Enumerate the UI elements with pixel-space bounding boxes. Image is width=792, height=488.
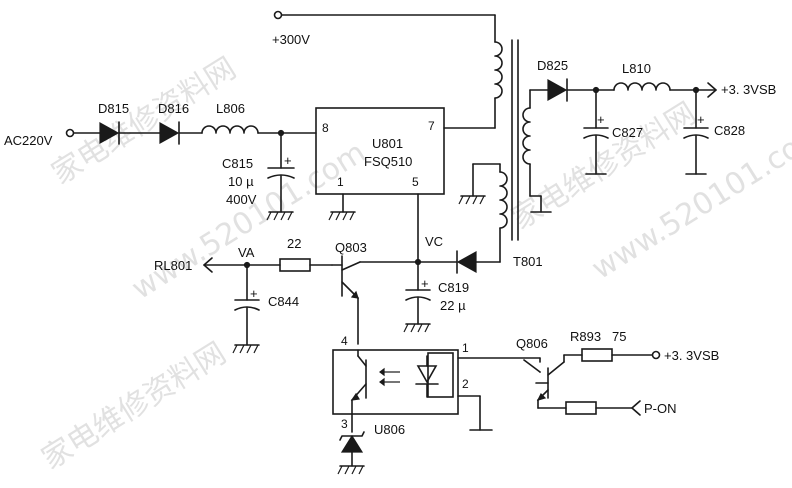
transformer-t801: T801	[458, 39, 552, 269]
u801-section: +300V U801 FSQ510 8 7 1 5	[272, 10, 503, 263]
u806-package	[332, 349, 459, 415]
polarity-plus: +	[421, 276, 429, 291]
capacitor-c819: +	[405, 276, 431, 301]
q803-label: Q803	[335, 240, 367, 255]
c819-capacitance: 22 µ	[440, 298, 466, 313]
va-label: VA	[238, 245, 255, 260]
ground-symbol	[403, 323, 431, 333]
d815-label: D815	[98, 101, 129, 116]
polarity-plus: +	[284, 153, 292, 168]
ac-input-label: AC220V	[4, 133, 53, 148]
l806-label: L806	[216, 101, 245, 116]
u806-pin-4: 4	[341, 334, 348, 348]
u801-name: U801	[372, 136, 403, 151]
c815-label: C815	[222, 156, 253, 171]
c815-voltage: 400V	[226, 192, 257, 207]
r22-label: 22	[287, 236, 301, 251]
u806-inner-outline	[427, 352, 454, 398]
ground-symbol	[232, 344, 260, 354]
resistor-22	[279, 258, 311, 272]
ac-input-terminal	[65, 128, 75, 138]
rl801-label: RL801	[154, 258, 192, 273]
watermark-text: 家电维修资料网	[36, 336, 233, 477]
output-arrow	[707, 82, 717, 98]
polarity-plus: +	[597, 112, 605, 127]
u806-label: U806	[374, 422, 405, 437]
t801-label: T801	[513, 254, 543, 269]
ground-symbol	[266, 211, 294, 221]
r893-label: R893	[570, 329, 601, 344]
watermark: 家电维修资料网 www.520101.com 家电维修资料网 www.52010…	[36, 51, 792, 477]
ac-input-section: AC220V D815 D816 L806 +	[4, 101, 317, 221]
l810-label: L810	[622, 61, 651, 76]
q806-section: Q806 R893 75 +3. 3VSB P-ON	[516, 329, 719, 416]
capacitor-c827: +	[583, 112, 609, 139]
v300-label: +300V	[272, 32, 310, 47]
capacitor-c844: +	[234, 286, 260, 311]
v33-input-label: +3. 3VSB	[664, 348, 719, 363]
output-section: D825 + C827 L810 +3. 3VSB + C828	[537, 58, 776, 175]
inductor-l810	[613, 82, 671, 91]
p-on-label: P-ON	[644, 401, 677, 416]
polarity-plus: +	[250, 286, 258, 301]
v33-input-terminal	[651, 350, 661, 360]
u801-pin-5: 5	[412, 175, 419, 189]
u801-part: FSQ510	[364, 154, 412, 169]
v33-output-label: +3. 3VSB	[721, 82, 776, 97]
transformer-primary	[494, 41, 503, 99]
optocoupler-u806: 4 3 1 2 U806	[332, 334, 541, 475]
c844-label: C844	[268, 294, 299, 309]
u806-pin-1: 1	[462, 341, 469, 355]
watermark-text: 家电维修资料网	[46, 51, 243, 192]
u801-pin-1: 1	[337, 175, 344, 189]
p-on-arrow	[631, 400, 641, 416]
q806-label: Q806	[516, 336, 548, 351]
polarity-plus: +	[697, 112, 705, 127]
inductor-l806	[201, 125, 259, 134]
u806-pin-2: 2	[462, 377, 469, 391]
v300-terminal	[273, 10, 283, 20]
ground-symbol	[458, 195, 486, 205]
ground-symbol	[337, 465, 365, 475]
c827-label: C827	[612, 125, 643, 140]
capacitor-c828: +	[683, 112, 709, 139]
d816-label: D816	[158, 101, 189, 116]
capacitor-c815: +	[267, 153, 295, 179]
transistor-q803	[331, 255, 419, 345]
zener-diode	[339, 431, 365, 453]
diode-aux	[456, 250, 477, 274]
c819-label: C819	[438, 280, 469, 295]
c828-label: C828	[714, 123, 745, 138]
u806-pin-3: 3	[341, 417, 348, 431]
vc-label: VC	[425, 234, 443, 249]
resistor-p-on	[565, 401, 597, 415]
u801-pin-8: 8	[322, 121, 329, 135]
resistor-r893	[581, 348, 613, 362]
ground-symbol	[328, 211, 356, 221]
standby-control-section: RL801 VA + C844 22	[154, 234, 501, 354]
transistor-q806	[523, 354, 565, 409]
d825-label: D825	[537, 58, 568, 73]
c815-capacitance: 10 µ	[228, 174, 254, 189]
u801-chip	[315, 107, 445, 195]
u801-pin-7: 7	[428, 119, 435, 133]
diode-d825	[547, 78, 568, 102]
r893-value: 75	[612, 329, 626, 344]
